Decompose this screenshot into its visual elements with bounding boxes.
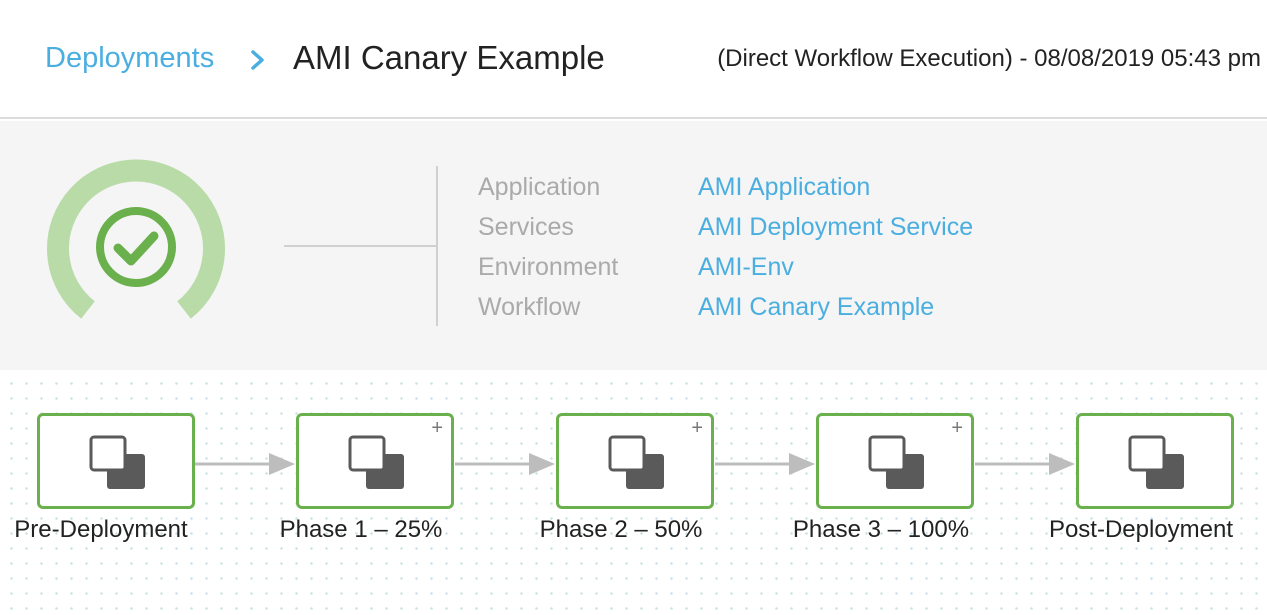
breadcrumb-deployments-link[interactable]: Deployments <box>45 42 215 74</box>
stage-pre-deployment[interactable] <box>37 413 195 509</box>
application-link[interactable]: AMI Application <box>698 172 871 201</box>
copy-stack-icon <box>608 435 664 489</box>
check-circle-icon <box>96 207 176 287</box>
arrow-right-icon <box>195 453 295 475</box>
stage-label: Pre-Deployment <box>14 516 188 543</box>
stage-label: Phase 2 – 50% <box>539 516 703 543</box>
service-link[interactable]: AMI Deployment Service <box>698 212 974 241</box>
summary-label: Workflow <box>478 292 581 321</box>
page-title: AMI Canary Example <box>293 39 605 76</box>
copy-stack-icon <box>89 435 145 489</box>
pipeline-canvas: Pre-Deployment + Phase 1 – 25% + Phase 2… <box>0 370 1267 615</box>
summary-divider <box>436 166 438 326</box>
arrow-right-icon <box>715 453 815 475</box>
environment-link[interactable]: AMI-Env <box>698 252 794 281</box>
summary-connector-line <box>284 245 436 247</box>
page-header: Deployments AMI Canary Example (Direct W… <box>0 0 1267 119</box>
status-ring <box>47 159 225 319</box>
expand-plus-icon[interactable]: + <box>691 417 703 439</box>
deployment-summary-panel: Application AMI Application Services AMI… <box>0 121 1267 370</box>
arrow-right-icon <box>455 453 555 475</box>
summary-row-application: Application AMI Application <box>478 167 870 207</box>
summary-row-environment: Environment AMI-Env <box>478 247 794 287</box>
expand-plus-icon[interactable]: + <box>431 417 443 439</box>
stage-post-deployment[interactable] <box>1076 413 1234 509</box>
copy-stack-icon <box>868 435 924 489</box>
summary-label: Application <box>478 172 601 201</box>
execution-info: (Direct Workflow Execution) - 08/08/2019… <box>717 45 1261 72</box>
stage-phase-1[interactable]: + <box>296 413 454 509</box>
copy-stack-icon <box>348 435 404 489</box>
expand-plus-icon[interactable]: + <box>951 417 963 439</box>
summary-label: Services <box>478 212 574 241</box>
chevron-right-icon <box>251 50 264 70</box>
stage-label: Phase 1 – 25% <box>279 516 443 543</box>
copy-stack-icon <box>1128 435 1184 489</box>
stage-phase-3[interactable]: + <box>816 413 974 509</box>
success-status-gauge <box>47 159 225 319</box>
workflow-link[interactable]: AMI Canary Example <box>698 292 935 321</box>
stage-label: Phase 3 – 100% <box>792 516 970 543</box>
stage-phase-2[interactable]: + <box>556 413 714 509</box>
summary-label: Environment <box>478 252 619 281</box>
stage-label: Post-Deployment <box>1048 516 1234 543</box>
arrow-right-icon <box>975 453 1075 475</box>
summary-row-workflow: Workflow AMI Canary Example <box>478 287 934 327</box>
summary-row-services: Services AMI Deployment Service <box>478 207 973 247</box>
